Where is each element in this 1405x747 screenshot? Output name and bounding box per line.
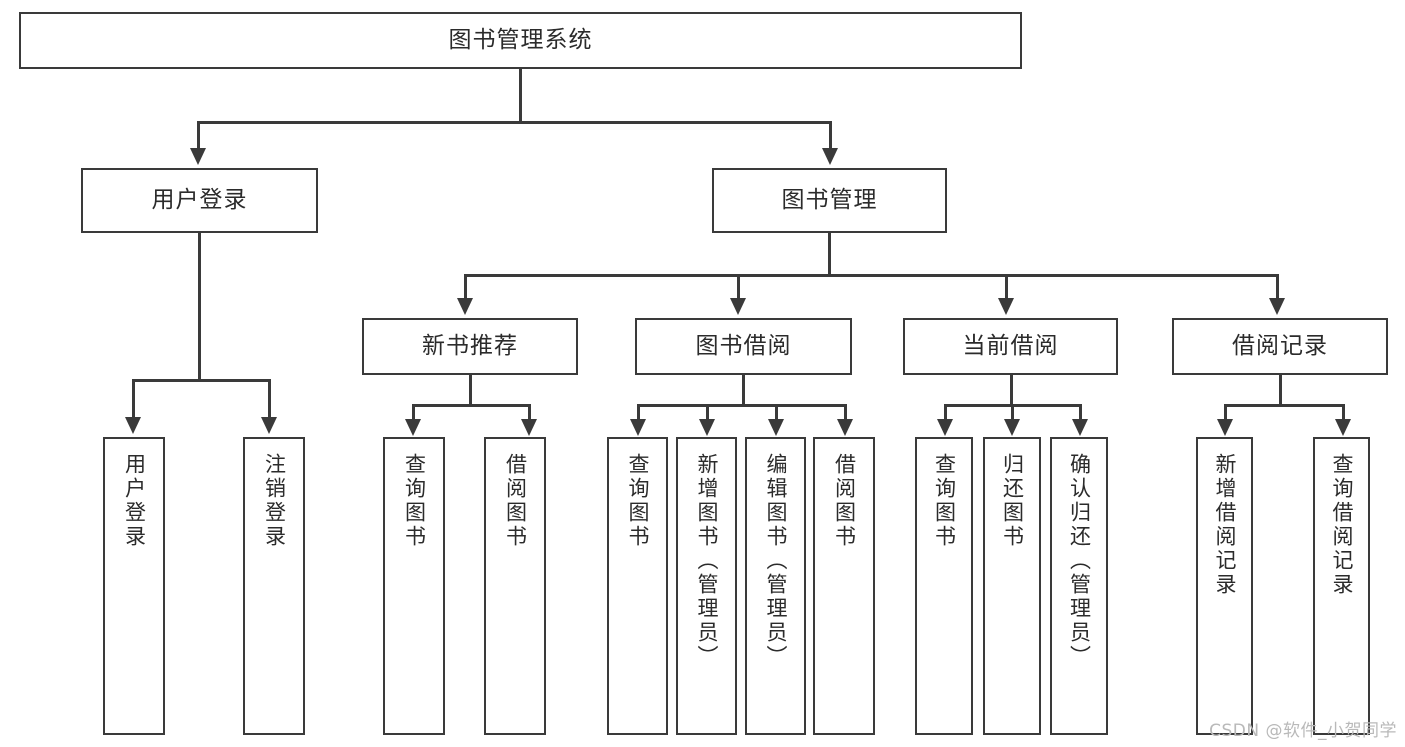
leaf-user-login[interactable]: 用户登录 xyxy=(103,437,165,735)
connector-bookmgmt-drop-1 xyxy=(464,274,467,299)
leaf-return-book[interactable]: 归还图书 xyxy=(983,437,1041,735)
connector-bookmgmt-drop-4 xyxy=(1276,274,1279,299)
node-label: 查询借阅记录 xyxy=(1330,453,1354,597)
connector-currentborrow-drop-1 xyxy=(944,404,947,420)
node-current-borrow[interactable]: 当前借阅 xyxy=(903,318,1118,375)
leaf-borrow-book[interactable]: 借阅图书 xyxy=(813,437,875,735)
connector-bookborrow-stem xyxy=(742,375,745,406)
connector-userlogin-drop-2 xyxy=(268,379,271,418)
connector-bookmgmt-drop-3 xyxy=(1005,274,1008,299)
node-label: 新增借阅记录 xyxy=(1213,453,1237,597)
node-label: 查询图书 xyxy=(932,453,957,549)
node-borrow-record[interactable]: 借阅记录 xyxy=(1172,318,1388,375)
arrowhead-bookmgmt-to-borrow xyxy=(730,298,746,315)
leaf-query-book-borrow[interactable]: 查询图书 xyxy=(607,437,668,735)
node-label: 借阅图书 xyxy=(503,453,528,549)
node-label: 用户登录 xyxy=(151,187,248,214)
node-label: 新书推荐 xyxy=(422,333,518,360)
connector-root-to-userlogin xyxy=(197,121,200,149)
node-label: 图书借阅 xyxy=(695,333,792,360)
node-label: 用户登录 xyxy=(122,453,147,549)
connector-userlogin-bus xyxy=(132,379,268,382)
node-book-management[interactable]: 图书管理 xyxy=(712,168,947,233)
arrowhead-bookmgmt-to-newbook xyxy=(457,298,473,315)
connector-newbook-drop-1 xyxy=(412,404,415,420)
connector-borrowrecord-drop-1 xyxy=(1224,404,1227,420)
connector-newbook-drop-2 xyxy=(528,404,531,420)
connector-root-stem xyxy=(519,69,522,122)
node-new-book-recommend[interactable]: 新书推荐 xyxy=(362,318,578,375)
node-root-system[interactable]: 图书管理系统 xyxy=(19,12,1022,69)
leaf-query-book-recommend[interactable]: 查询图书 xyxy=(383,437,445,735)
arrowhead-bookborrow-leaf-2 xyxy=(699,419,715,436)
connector-bookborrow-drop-3 xyxy=(775,404,778,420)
arrowhead-newbook-leaf-1 xyxy=(405,419,421,436)
node-label: 确认归还（管理员） xyxy=(1067,453,1092,669)
connector-borrowrecord-bus xyxy=(1224,404,1342,407)
node-label: 查询图书 xyxy=(402,453,427,549)
node-label: 图书管理系统 xyxy=(448,27,593,54)
connector-currentborrow-stem xyxy=(1010,375,1013,406)
arrowhead-bookborrow-leaf-4 xyxy=(837,419,853,436)
node-label: 借阅记录 xyxy=(1232,333,1328,360)
node-label: 查询图书 xyxy=(626,453,650,549)
connector-root-bus xyxy=(197,121,831,124)
connector-bookmgmt-bus xyxy=(464,274,1276,277)
connector-userlogin-drop-1 xyxy=(132,379,135,418)
connector-bookborrow-bus xyxy=(637,404,844,407)
node-label: 当前借阅 xyxy=(962,333,1059,360)
arrowhead-borrowrecord-leaf-2 xyxy=(1335,419,1351,436)
node-label: 新增图书（管理员） xyxy=(695,453,719,669)
arrowhead-currentborrow-leaf-1 xyxy=(937,419,953,436)
arrowhead-currentborrow-leaf-3 xyxy=(1072,419,1088,436)
connector-root-to-bookmgmt xyxy=(829,121,832,149)
node-label: 图书管理 xyxy=(781,187,878,214)
node-book-borrow[interactable]: 图书借阅 xyxy=(635,318,852,375)
connector-bookborrow-drop-2 xyxy=(706,404,709,420)
node-user-login[interactable]: 用户登录 xyxy=(81,168,318,233)
arrowhead-userlogin-leaf-2 xyxy=(261,417,277,434)
arrowhead-bookborrow-leaf-3 xyxy=(768,419,784,436)
connector-borrowrecord-drop-2 xyxy=(1342,404,1345,420)
connector-newbook-bus xyxy=(412,404,528,407)
arrowhead-bookborrow-leaf-1 xyxy=(630,419,646,436)
connector-newbook-stem xyxy=(469,375,472,406)
arrowhead-root-to-bookmgmt xyxy=(822,148,838,165)
leaf-add-book-admin[interactable]: 新增图书（管理员） xyxy=(676,437,737,735)
connector-userlogin-stem xyxy=(198,233,201,381)
connector-currentborrow-drop-2 xyxy=(1011,404,1014,420)
arrowhead-currentborrow-leaf-2 xyxy=(1004,419,1020,436)
arrowhead-bookmgmt-to-record xyxy=(1269,298,1285,315)
leaf-confirm-return-admin[interactable]: 确认归还（管理员） xyxy=(1050,437,1108,735)
arrowhead-userlogin-leaf-1 xyxy=(125,417,141,434)
arrowhead-borrowrecord-leaf-1 xyxy=(1217,419,1233,436)
leaf-query-borrow-record[interactable]: 查询借阅记录 xyxy=(1313,437,1370,735)
leaf-edit-book-admin[interactable]: 编辑图书（管理员） xyxy=(745,437,806,735)
arrowhead-newbook-leaf-2 xyxy=(521,419,537,436)
connector-borrowrecord-stem xyxy=(1279,375,1282,406)
arrowhead-root-to-userlogin xyxy=(190,148,206,165)
connector-bookborrow-drop-1 xyxy=(637,404,640,420)
leaf-query-book-current[interactable]: 查询图书 xyxy=(915,437,973,735)
connector-currentborrow-drop-3 xyxy=(1079,404,1082,420)
leaf-add-borrow-record[interactable]: 新增借阅记录 xyxy=(1196,437,1253,735)
leaf-logout[interactable]: 注销登录 xyxy=(243,437,305,735)
leaf-borrow-book-recommend[interactable]: 借阅图书 xyxy=(484,437,546,735)
node-label: 编辑图书（管理员） xyxy=(764,453,788,669)
arrowhead-bookmgmt-to-current xyxy=(998,298,1014,315)
node-label: 借阅图书 xyxy=(832,453,857,549)
node-label: 归还图书 xyxy=(1000,453,1025,549)
connector-bookmgmt-drop-2 xyxy=(737,274,740,299)
node-label: 注销登录 xyxy=(262,453,287,549)
connector-bookmgmt-stem xyxy=(828,233,831,275)
connector-bookborrow-drop-4 xyxy=(844,404,847,420)
